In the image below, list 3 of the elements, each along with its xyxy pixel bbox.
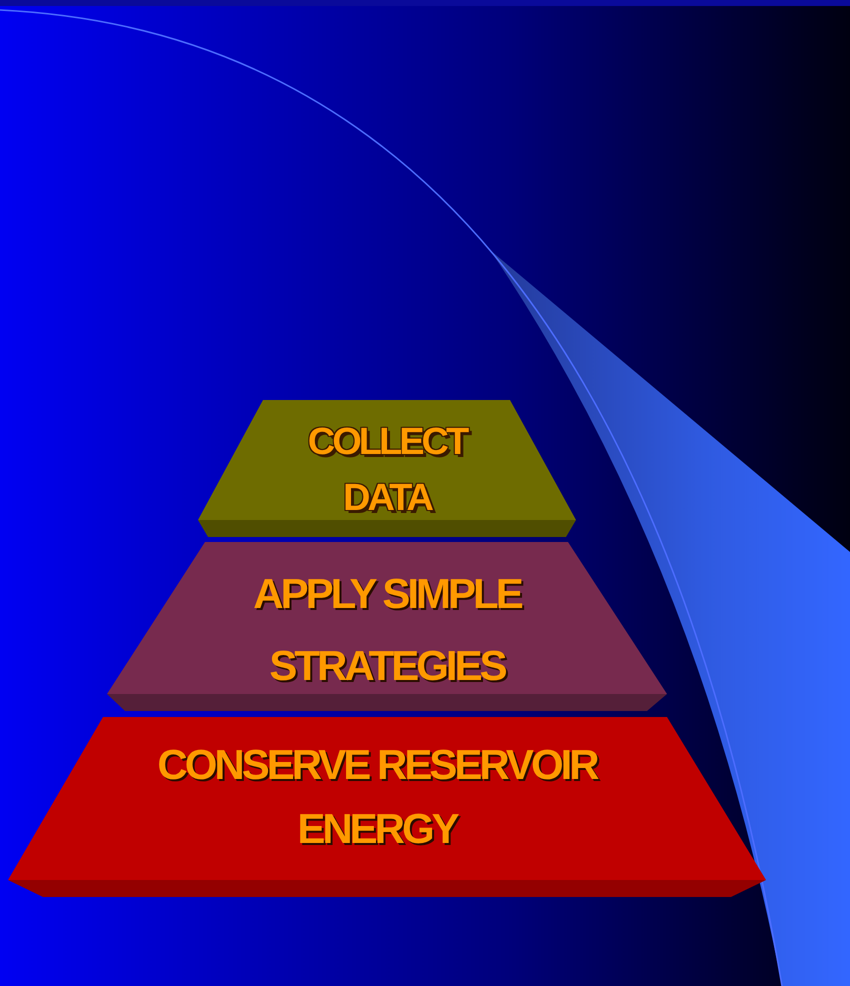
tier-label: COLLECT DATA — [306, 420, 468, 521]
tier-label: CONSERVE RESERVOIR ENERGY — [156, 740, 598, 854]
tier-label: APPLY SIMPLE STRATEGIES — [252, 569, 522, 691]
